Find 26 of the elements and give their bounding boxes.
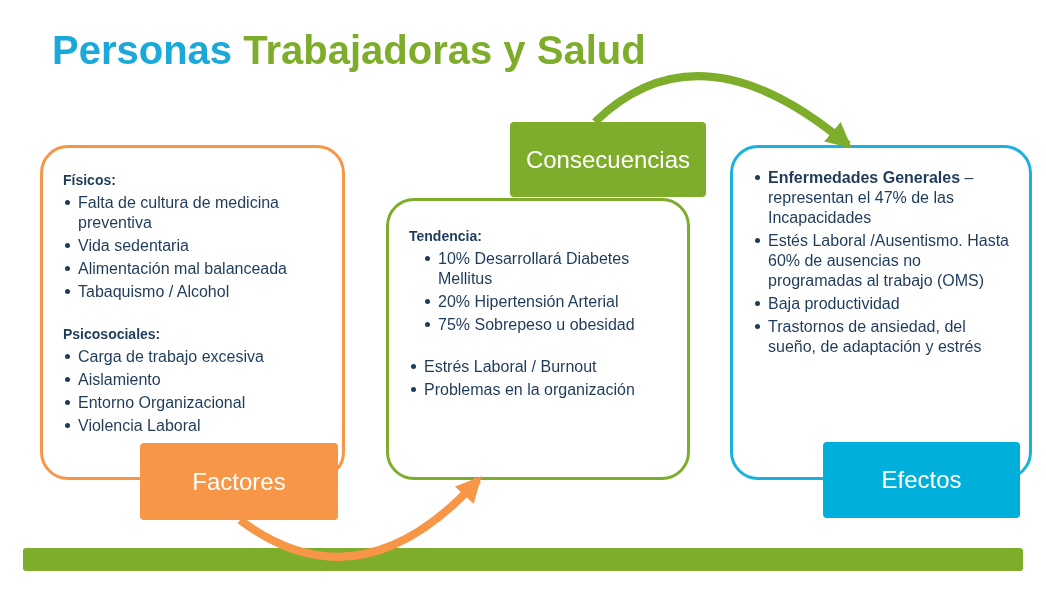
section-heading: Tendencia: xyxy=(409,227,483,246)
bullet-item: 20% Hipertensión Arterial xyxy=(423,292,673,312)
section-heading: Físicos: xyxy=(63,171,117,190)
bullet-item: Baja productividad xyxy=(753,294,1013,314)
bullet-item: Vida sedentaria xyxy=(63,236,324,256)
curved-arrow xyxy=(592,72,852,149)
bullet-item: Falta de cultura de medicina preventiva xyxy=(63,193,324,233)
bullet-item: Trastornos de ansiedad, del sueño, de adaptación y estrés xyxy=(753,317,1013,357)
bullet-item: Violencia Laboral xyxy=(63,416,324,436)
rounded-card xyxy=(386,198,690,480)
bullet-item: Estés Laboral /Ausentismo. Hasta 60% de ausencias no programadas al trabajo (OMS) xyxy=(753,231,1013,291)
bullet-item: Estrés Laboral / Burnout xyxy=(409,357,673,377)
bullet-item: Entorno Organizacional xyxy=(63,393,324,413)
bullet-item: Aislamiento xyxy=(63,370,324,390)
section-label: Consecuencias xyxy=(510,122,706,197)
bullet-item: 75% Sobrepeso u obesidad xyxy=(423,315,673,335)
bullet-item: Carga de trabajo excesiva xyxy=(63,347,324,367)
bullet-item: Alimentación mal balanceada xyxy=(63,259,324,279)
section-label: Factores xyxy=(140,443,338,520)
bullet-item: 10% Desarrollará Diabetes Mellitus xyxy=(423,249,673,289)
bullet-item: Tabaquismo / Alcohol xyxy=(63,282,324,302)
bullet-item: Enfermedades Generales – representan el 47% de las Incapacidades xyxy=(753,168,1013,228)
section-heading: Psicosociales: xyxy=(63,325,162,344)
title: Personas Trabajadoras y Salud xyxy=(52,28,646,73)
section-label: Efectos xyxy=(823,442,1020,518)
bullet-item: Problemas en la organización xyxy=(409,380,673,400)
